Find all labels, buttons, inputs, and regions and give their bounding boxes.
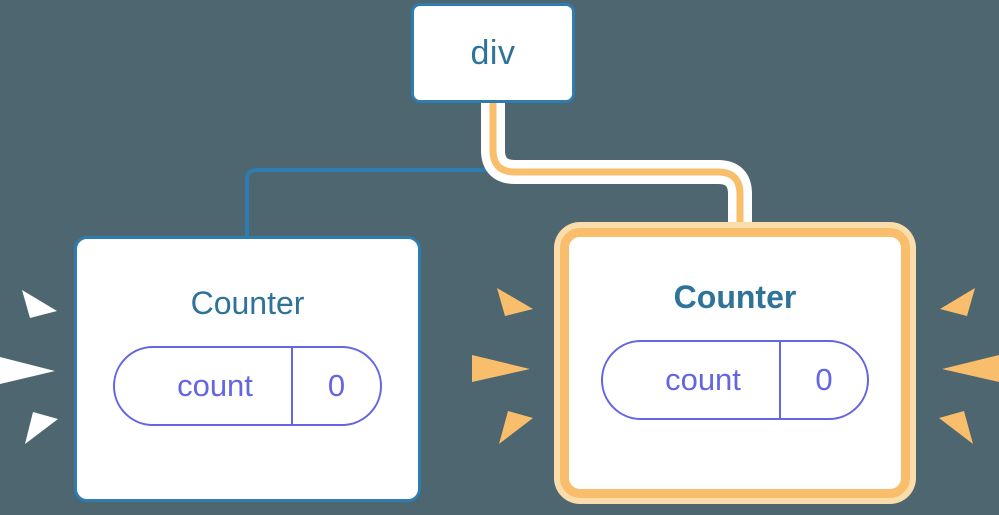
node-counter-left[interactable]: Counter count 0 (74, 236, 421, 502)
state-value-label: 0 (779, 342, 867, 418)
sparkle-ray-lower (499, 411, 533, 444)
state-key-label: count (665, 362, 741, 397)
sparkle-ray-upper (497, 288, 533, 316)
sparkles-right-of-left-counter (472, 288, 533, 444)
sparkle-ray-upper (22, 290, 57, 318)
sparkle-ray-middle (472, 355, 530, 382)
sparkle-ray-lower (939, 411, 973, 444)
state-value-label: 0 (291, 348, 380, 424)
node-counter-left-label: Counter (190, 285, 305, 321)
state-key-label: count (177, 368, 253, 403)
node-counter-right[interactable]: Counter count 0 (560, 228, 910, 498)
state-pill-left: count 0 (113, 346, 382, 426)
edge-div-to-right-counter (489, 103, 744, 240)
sparkles-right-of-right-counter (939, 288, 999, 444)
sparkle-ray-upper (940, 288, 975, 316)
node-counter-right-label: Counter (673, 279, 797, 315)
node-div-label: div (470, 34, 516, 72)
node-div[interactable]: div (411, 3, 575, 103)
state-pill-right: count 0 (601, 340, 869, 420)
sparkles-left-of-left-counter (0, 290, 58, 444)
sparkle-ray-middle (942, 355, 999, 382)
sparkle-ray-lower (25, 412, 58, 444)
sparkle-ray-middle (0, 357, 55, 384)
